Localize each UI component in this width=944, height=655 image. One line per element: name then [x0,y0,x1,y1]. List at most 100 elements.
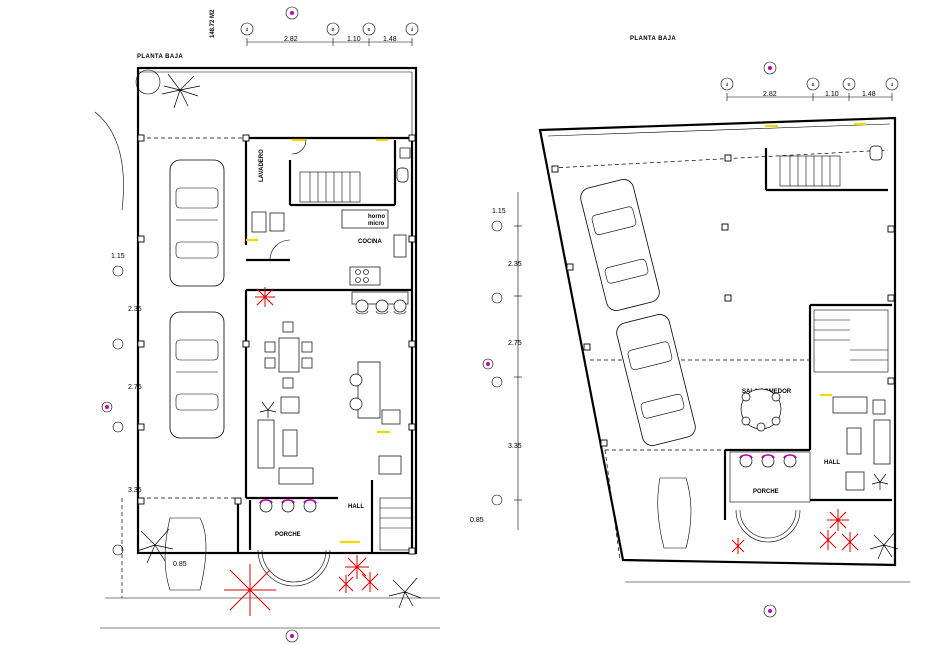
porch-chair [281,499,295,513]
bar-stool [355,299,369,313]
left-area-label: 148.72 M2 [210,9,216,38]
right-top-dimension: 2.82 1.10 1.48 [726,91,893,101]
axis-letter: B [331,27,334,32]
lavadero-label: LAVADERO [259,149,265,182]
toilet-half-bath [378,455,402,475]
right-house-walls [590,148,892,520]
dim-label: 2.35 [508,261,522,268]
left-lot-boundary [136,66,418,555]
left-red-plants [224,287,379,616]
armchair [832,396,868,414]
left-cars [169,159,225,439]
axis-letter: B [367,27,370,32]
right-cars [580,179,696,446]
chair [301,341,313,353]
kitchen-counter [341,209,389,229]
left-axis-bubbles-top: d B B d [240,6,419,36]
right-stair [779,155,889,373]
kitchen-island [357,361,381,419]
right-plants [869,473,899,560]
dim-label: 2.75 [508,340,522,347]
chair [264,341,276,353]
left-side-dimensions: 1.15 2.35 2.75 3.35 0.85 [101,253,187,568]
left-living [257,396,402,485]
hall-label: HALL [348,504,364,510]
car [169,159,225,287]
dim-label: 1.10 [825,91,839,98]
sofa [873,419,891,465]
right-lot-boundary [538,116,897,567]
axis-letter: d [726,82,729,87]
left-stair [299,171,413,551]
axis-letter: d [246,27,249,32]
dim-label: 1.10 [347,36,361,43]
right-red-plants [731,509,859,554]
armchair [278,467,314,485]
dim-label: 3.35 [508,443,522,450]
dim-label: 2.35 [128,306,142,313]
armchair [280,396,300,414]
washer [251,211,267,233]
dim-label: 1.48 [383,36,397,43]
sink [393,234,407,258]
porch-chair [303,499,317,513]
left-plants [135,69,422,609]
dim-label: 1.15 [111,253,125,260]
axis-letter: d [891,82,894,87]
appliance [269,212,285,232]
right-porche: PORCHE [729,451,811,543]
dim-label: 2.75 [128,384,142,391]
plant-box [872,399,886,415]
axis-letter: B [811,82,814,87]
armchair [845,471,865,491]
right-side-dimensions: 1.15 2.35 2.75 3.35 0.85 [470,192,522,530]
porch-arc [257,549,331,587]
right-columns [551,154,895,447]
left-top-dimension: 2.82 1.10 1.48 [246,36,413,46]
left-plan-title: PLANTA BAJA [137,54,183,60]
horno-label: horno [368,214,385,220]
car [580,179,660,311]
micro-label: micro [368,221,385,227]
cocina-label: COCINA [358,239,382,245]
right-axis-bubbles-top: d B B d [720,61,899,91]
sink [381,409,401,425]
toilet [396,167,409,183]
bar-stool [349,373,363,387]
toilet [869,145,883,161]
dim-label: 0.85 [173,561,187,568]
left-kitchen: horno micro COCINA LAVADERO [251,149,409,315]
right-living: HALL [824,396,891,491]
bar-stool [393,299,407,313]
axis-bubble [240,22,254,36]
car [616,314,696,446]
axis-bubble [326,22,340,36]
chair [301,357,313,369]
dim-label: 1.15 [492,208,506,215]
right-dining: SALA COMEDOR [740,388,792,432]
porch-chair [259,499,273,513]
left-porche: HALL PORCHE [257,499,364,587]
dim-label: 3.35 [128,487,142,494]
hall-label: HALL [824,460,840,466]
dim-label: 1.48 [862,91,876,98]
stove [349,266,381,286]
dim-label: 2.82 [284,36,298,43]
axis-bubble [362,22,376,36]
garden-bed [164,517,207,591]
porche-label: PORCHE [275,532,301,538]
axis-bubble [405,22,419,36]
dim-label: 0.85 [470,517,484,524]
left-columns [137,134,416,555]
chair [282,377,294,389]
dining-table [278,337,300,373]
sofa [257,419,275,469]
axis-letter: d [411,27,414,32]
coffee-table [282,429,298,457]
chair [264,357,276,369]
axis-letter: B [847,82,850,87]
left-dining [264,321,313,389]
car [169,311,225,439]
left-house-walls [236,136,414,553]
right-plan-title: PLANTA BAJA [630,36,676,42]
